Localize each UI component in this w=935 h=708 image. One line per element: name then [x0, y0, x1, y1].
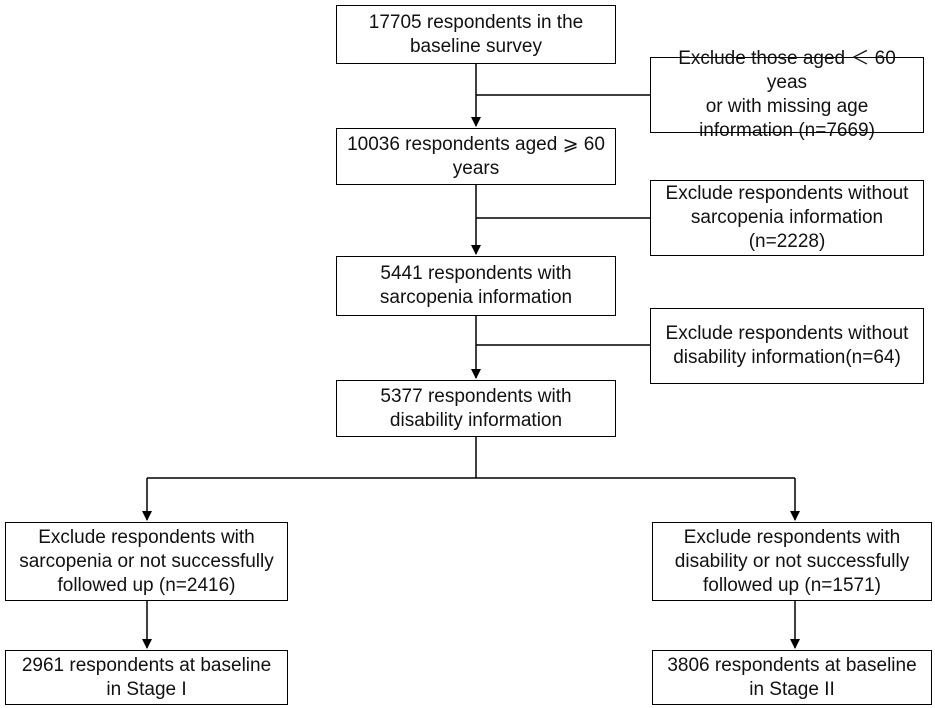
box-disability-information: 5377 respondents with disability informa… [336, 380, 616, 437]
box-exclude-disability: Exclude respondents without disability i… [650, 308, 924, 384]
box-stage1-baseline: 2961 respondents at baseline in Stage I [5, 650, 288, 705]
box-exclude-sarcopenia: Exclude respondents without sarcopenia i… [650, 180, 924, 256]
box-exclude-age: Exclude those aged ＜ 60 yeas or with mis… [650, 48, 924, 141]
box-exclude-stage1: Exclude respondents with sarcopenia or n… [5, 522, 288, 601]
box-aged-60-plus: 10036 respondents aged ⩾ 60 years [336, 128, 616, 185]
box-baseline-survey: 17705 respondents in the baseline survey [336, 5, 616, 64]
box-sarcopenia-information: 5441 respondents with sarcopenia informa… [336, 256, 616, 316]
box-exclude-stage2: Exclude respondents with disability or n… [652, 522, 932, 601]
box-stage2-baseline: 3806 respondents at baseline in Stage II [652, 650, 932, 705]
